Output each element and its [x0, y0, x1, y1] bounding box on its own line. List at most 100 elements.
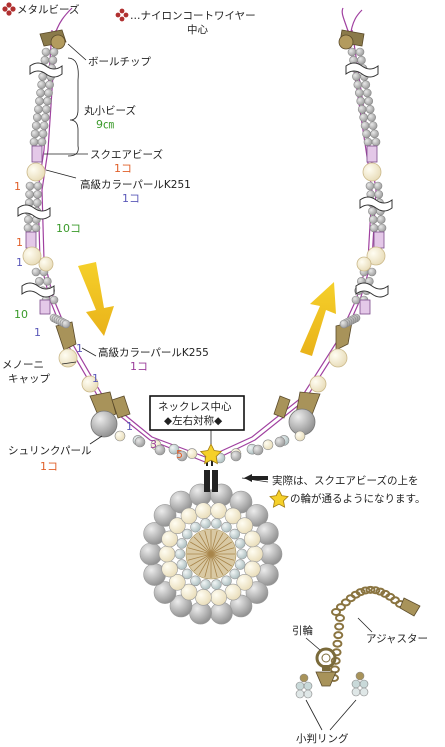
small-bead — [37, 137, 47, 147]
count-10a: 10コ — [56, 222, 81, 235]
small-bead — [357, 104, 367, 114]
note-line-2: の輪が通るようになります。 — [290, 492, 425, 505]
pendant-bead — [176, 559, 188, 570]
small-bead — [35, 96, 44, 106]
small-bead — [29, 137, 39, 147]
pendant-bead — [200, 579, 211, 590]
small-bead — [40, 55, 50, 65]
pendant-bead — [161, 530, 178, 548]
small-bead — [30, 129, 40, 139]
chain-link — [335, 603, 346, 612]
small-bead — [356, 96, 366, 106]
small-bead — [354, 88, 364, 98]
adjuster-chain — [329, 585, 405, 682]
pendant-bead — [180, 583, 198, 601]
count-5: 5 — [176, 448, 183, 461]
pendant-bead — [244, 530, 261, 548]
ball-tip-left — [39, 29, 67, 50]
chain-link — [332, 639, 343, 648]
pendant-bead — [190, 575, 201, 587]
pendant-bead — [236, 548, 248, 560]
round-small-beads-right — [347, 47, 387, 305]
pendant-weave-line — [210, 547, 235, 555]
hook-end-tab — [315, 671, 337, 687]
pendant — [139, 483, 283, 625]
small-bead — [32, 113, 42, 122]
legend-center: 中心 — [187, 23, 208, 36]
small-bead — [347, 47, 357, 57]
small-bead — [37, 80, 46, 90]
label-menoni-cap-2: キャップ — [8, 373, 50, 385]
chain-bead — [262, 439, 274, 451]
pendant-weave-line — [204, 553, 212, 578]
pendant-bead — [174, 548, 186, 560]
small-bead — [41, 47, 51, 57]
small-bead — [373, 181, 383, 191]
pendant-weave-line — [198, 553, 212, 575]
count-3: 3 — [150, 438, 157, 451]
nylon-coated-wire — [37, 7, 377, 463]
note-line-1: 実際は、スクエアビーズの上を — [272, 474, 418, 487]
count-1b: 1 — [16, 236, 23, 249]
pendant-weave-line — [210, 553, 229, 572]
chain-bead — [176, 450, 188, 462]
small-bead — [367, 113, 376, 122]
pendant-bead — [210, 589, 227, 606]
small-bead — [360, 121, 370, 130]
pendant-bead — [221, 575, 232, 587]
small-bead — [369, 223, 379, 233]
pendant-bead — [168, 573, 186, 591]
small-bead — [43, 277, 52, 286]
small-bead — [34, 104, 43, 114]
small-bead — [43, 96, 52, 106]
note-arrow-icon — [244, 474, 268, 482]
label-round-small-beads: 丸小ビーズ — [84, 104, 136, 117]
adjuster-end-tab — [399, 597, 421, 617]
label-round-small-beads-len: 9㎝ — [96, 118, 114, 131]
count-1d: 1 — [34, 326, 41, 339]
pendant-bead — [211, 579, 222, 590]
pendant-bead — [229, 528, 241, 540]
small-bead — [38, 129, 48, 139]
small-bead — [367, 267, 377, 277]
count-10b: 10 — [14, 308, 28, 321]
small-bead — [49, 295, 59, 305]
chain-bead — [252, 444, 264, 456]
chain-bead — [339, 319, 349, 329]
pendant-weave-line — [193, 536, 212, 555]
metal-bead-legend-icon-2 — [115, 8, 129, 22]
pendant-weave-line — [204, 530, 212, 555]
chain-link — [335, 614, 345, 622]
pendant-bead — [234, 559, 246, 570]
count-1g: 1 — [126, 420, 133, 433]
small-bead — [32, 198, 42, 208]
label-menoni-cap-1: メノーニ — [2, 359, 44, 371]
chain-link — [331, 608, 341, 616]
small-bead — [365, 104, 375, 114]
pendant-bead — [139, 542, 163, 566]
small-bead — [42, 104, 51, 114]
pendant-bead — [200, 518, 211, 529]
count-1e: 1 — [76, 342, 83, 355]
small-bead — [368, 206, 377, 216]
small-bead — [33, 181, 43, 191]
label-shrink-pearl: シュリンクパール — [8, 445, 91, 457]
pendant-bead — [180, 507, 198, 525]
pendant-bead — [195, 502, 212, 519]
small-bead — [45, 80, 54, 90]
small-bead — [368, 215, 378, 224]
label-symmetric: ◆左右対称◆ — [164, 414, 223, 427]
clasp-leaders — [305, 617, 373, 731]
pendant-weave-line — [210, 530, 218, 555]
pendant-bead — [210, 601, 233, 625]
label-jump-ring: 小判リング — [296, 732, 349, 745]
label-shrink-pearl-qty: 1コ — [40, 460, 58, 473]
chain-bead — [134, 436, 146, 448]
pendant-bead — [161, 560, 178, 578]
pendant-bead — [168, 517, 186, 535]
chain-link — [329, 665, 340, 674]
pendant-weave-line — [210, 541, 232, 555]
small-bead — [353, 80, 363, 90]
small-bead — [374, 190, 384, 199]
small-bead — [352, 72, 361, 81]
